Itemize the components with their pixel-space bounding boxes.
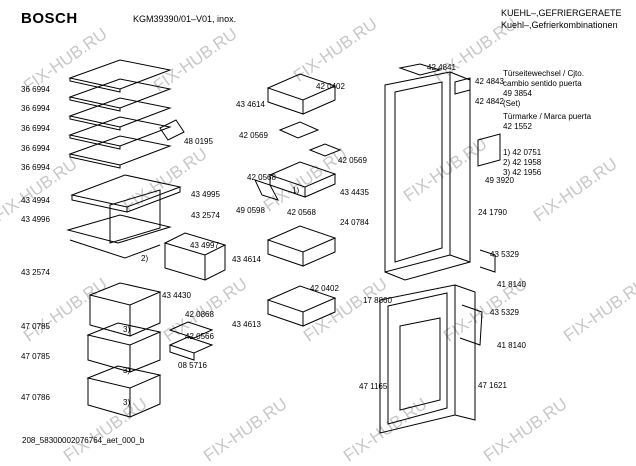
part-label: 43 4994 [21, 196, 50, 205]
part-label: 42 0568 [287, 208, 316, 217]
part-label: 42 0402 [316, 82, 345, 91]
brand-logo: BOSCH [21, 10, 78, 27]
glass-shelves [68, 59, 185, 169]
part-label: 41 8140 [497, 280, 526, 289]
part-label: 48 0195 [184, 137, 213, 146]
part-label: 36 6994 [21, 163, 50, 172]
door-change-set: (Set) [503, 99, 521, 108]
part-label: 3) [123, 325, 131, 334]
part-label: 43 5329 [490, 250, 519, 259]
part-label: 42 0868 [185, 310, 214, 319]
variant-2: 2) 42 1958 [503, 158, 542, 167]
part-label: 47 1165 [359, 382, 388, 391]
category-subtitle: Kuehl–,Gefrierkombinationen [501, 20, 618, 30]
part-label: 42 0568 [247, 173, 276, 182]
part-label: 36 6994 [21, 124, 50, 133]
door-change-line-2: cambio sentido puerta [503, 79, 582, 88]
part-label: 47 0785 [21, 322, 50, 331]
part-label: 43 4996 [21, 215, 50, 224]
part-label: 41 8140 [497, 341, 526, 350]
part-label: 43 2574 [191, 211, 220, 220]
door-mark-part: 42 1552 [503, 122, 532, 131]
part-label: 2) [141, 254, 149, 263]
part-label: 43 5329 [490, 308, 519, 317]
crisper-shelf [66, 174, 182, 259]
door-mark-line: Türmarke / Marca puerta [503, 112, 592, 121]
part-label: 43 4430 [162, 291, 191, 300]
part-label: 43 4614 [232, 255, 261, 264]
part-label: 43 2574 [21, 268, 50, 277]
fridge-door [384, 63, 501, 281]
part-label: 42 0566 [185, 332, 214, 341]
part-label: 42 0569 [239, 131, 268, 140]
part-label: 49 0598 [236, 206, 265, 215]
part-label: 24 1790 [478, 208, 507, 217]
category-title: KUEHL–,GEFRIERGERAETE [501, 8, 622, 18]
door-change-line-1: Türseitewechsel / Cjto. [503, 69, 584, 78]
part-label: 3) [123, 398, 131, 407]
model-number: KGM39390/01–V01, inox. [133, 14, 237, 24]
part-label: 42 0569 [338, 156, 367, 165]
part-label: 42 0402 [310, 284, 339, 293]
parts-line-art [66, 59, 501, 434]
part-label: 17 8860 [363, 296, 392, 305]
part-label: 36 6994 [21, 85, 50, 94]
fruit-drawer [163, 232, 227, 281]
freezer-drawers [86, 282, 162, 418]
freezer-door [379, 249, 496, 434]
part-label: 43 4613 [232, 320, 261, 329]
part-label: 47 0786 [21, 393, 50, 402]
part-label: 43 4435 [340, 188, 369, 197]
part-label: 42 4841 [427, 63, 456, 72]
part-label: 08 5716 [178, 361, 207, 370]
part-label: 42 4842 [475, 97, 504, 106]
part-label: 1) [292, 186, 300, 195]
part-label: 36 6994 [21, 144, 50, 153]
door-mark-note: Türmarke / Marca puerta 42 1552 [503, 112, 591, 132]
door-balconies [254, 73, 342, 327]
part-label: 3) [123, 366, 131, 375]
part-label: 43 4995 [191, 190, 220, 199]
part-label: 42 4843 [475, 77, 504, 86]
door-change-note: Türseitewechsel / Cjto. cambio sentido p… [503, 69, 584, 109]
part-label: 49 3920 [485, 176, 514, 185]
variant-3: 3) 42 1956 [503, 168, 542, 177]
part-label: 43 4997 [190, 241, 219, 250]
part-label: 43 4614 [236, 100, 265, 109]
door-change-part: 49 3854 [503, 89, 532, 98]
part-label: 36 6994 [21, 104, 50, 113]
ice-tray [168, 321, 214, 361]
part-label: 24 0784 [340, 218, 369, 227]
variant-notes: 1) 42 0751 2) 42 1958 3) 42 1956 [503, 148, 541, 178]
part-label: 47 0785 [21, 352, 50, 361]
part-label: 47 1621 [478, 381, 507, 390]
variant-1: 1) 42 0751 [503, 148, 542, 157]
drawing-id: 208_58300002076764_aet_000_b [22, 436, 145, 445]
